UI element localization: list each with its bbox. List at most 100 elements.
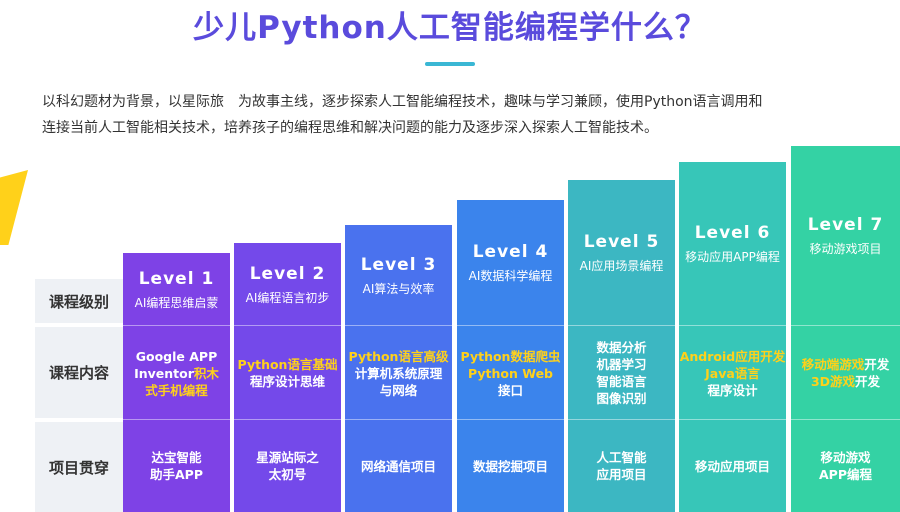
row-separator: [345, 419, 452, 420]
cell-text: 网络通信项目: [360, 458, 436, 474]
cell-text: 数据分析: [596, 340, 647, 355]
cell-line: 与网络: [380, 382, 418, 399]
row-separator: [791, 419, 900, 420]
cell-line: Inventor积木: [134, 365, 219, 382]
project-cell: 移动应用项目: [679, 420, 786, 512]
cell-line: 星源站际之: [256, 449, 319, 466]
cell-text: 人工智能: [596, 450, 647, 465]
intro-line-2: 连接当前人工智能相关技术，培养孩子的编程思维和解决问题的能力及逐步深入探索人工智…: [42, 120, 658, 136]
cell-line: 智能语言: [596, 373, 646, 390]
cell-line: Google APP: [136, 348, 218, 365]
cell-line: Python语言高级: [349, 348, 449, 365]
intro-text: 以科幻题材为背景，以星际旅 为故事主线，逐步探索人工智能编程技术，趣味与学习兼顾…: [42, 89, 892, 141]
cell-text: 式手机编程: [145, 382, 208, 398]
cell-line: Android应用开发: [680, 348, 786, 365]
level-subtitle: AI算法与效率: [362, 281, 435, 296]
level-header: Level 5 AI应用场景编程: [568, 180, 675, 326]
cell-line: 应用项目: [596, 466, 646, 483]
cell-text: Inventor: [134, 365, 194, 381]
project-cell: 网络通信项目: [345, 420, 452, 512]
row-separator: [123, 325, 230, 326]
cell-line: 达宝智能: [151, 449, 201, 466]
row-separator: [123, 419, 230, 420]
cell-line: 程序设计: [707, 382, 757, 399]
cell-text: Java语言: [705, 365, 760, 381]
level-subtitle: AI应用场景编程: [579, 259, 664, 273]
cell-text: 计算机系统原理: [354, 365, 443, 381]
cell-text: Python数据爬虫: [460, 348, 561, 364]
cell-text: 星源站际之: [256, 450, 319, 465]
cell-text: 开发: [855, 374, 881, 389]
cell-line: 人工智能: [596, 449, 646, 466]
title-underline: [425, 62, 475, 66]
level-subtitle: AI编程语言初步: [245, 290, 330, 305]
level-number: Level 7: [807, 215, 884, 235]
level-column-5: Level 5 AI应用场景编程数据分析机器学习智能语言图像识别人工智能应用项目: [568, 180, 675, 512]
level-header: Level 2 AI编程语言初步: [234, 243, 341, 326]
cell-text: 智能语言: [596, 374, 647, 389]
row-separator: [457, 325, 564, 326]
level-number: Level 2: [249, 263, 326, 284]
row-separator: [568, 419, 675, 420]
cell-line: 移动游戏: [820, 449, 870, 466]
decorative-yellow-shape: [0, 170, 28, 245]
level-column-3: Level 3 AI算法与效率 Python语言高级计算机系统原理与网络网络通信项目: [345, 225, 452, 512]
level-number: Level 4: [472, 242, 549, 262]
project-cell: 数据挖掘项目: [457, 420, 564, 512]
cell-text: 太初号: [268, 467, 307, 482]
level-header: Level 3 AI算法与效率: [345, 225, 452, 326]
cell-text: APP编程: [819, 467, 872, 482]
cell-line: 太初号: [269, 466, 307, 483]
cell-text: Python语言基础: [237, 357, 338, 372]
level-subtitle: 移动应用APP编程: [685, 250, 780, 264]
project-cell: 星源站际之太初号: [234, 420, 341, 512]
row-separator: [791, 325, 900, 326]
cell-line: 移动端游戏开发: [802, 356, 890, 373]
row-separator: [457, 419, 564, 420]
cell-line: APP编程: [819, 466, 872, 483]
cell-text: 机器学习: [596, 357, 647, 372]
cell-text: 移动端游戏: [801, 357, 865, 372]
row-label-level: 课程级别: [35, 279, 123, 323]
cell-line: Java语言: [705, 365, 760, 382]
cell-text: 助手APP: [150, 467, 203, 482]
cell-line: 式手机编程: [145, 382, 208, 399]
cell-line: Python语言基础: [238, 356, 338, 373]
row-separator: [679, 419, 786, 420]
row-label-content: 课程内容: [35, 327, 123, 418]
course-content-cell: 数据分析机器学习智能语言图像识别: [568, 326, 675, 420]
cell-line: 机器学习: [596, 356, 646, 373]
cell-text: 接口: [497, 382, 523, 398]
level-subtitle: AI数据科学编程: [468, 269, 553, 283]
cell-line: Python Web: [468, 365, 553, 382]
row-separator: [345, 325, 452, 326]
cell-text: 数据挖掘项目: [472, 458, 548, 474]
cell-text: 程序设计: [707, 382, 758, 398]
cell-line: 计算机系统原理: [355, 365, 443, 382]
cell-text: Google APP: [135, 348, 218, 364]
cell-line: 程序设计思维: [250, 373, 325, 390]
cell-line: 网络通信项目: [361, 458, 436, 475]
cell-text: 3D游戏: [810, 374, 856, 389]
cell-line: 助手APP: [150, 466, 203, 483]
cell-line: 3D游戏开发: [811, 373, 880, 390]
level-number: Level 5: [583, 232, 660, 252]
row-separator: [234, 325, 341, 326]
cell-line: 数据分析: [596, 339, 646, 356]
cell-text: 图像识别: [596, 391, 647, 406]
level-number: Level 3: [360, 254, 437, 275]
level-number: Level 1: [138, 268, 215, 289]
cell-text: Python语言高级: [348, 348, 449, 364]
cell-text: Android应用开发: [679, 348, 786, 364]
